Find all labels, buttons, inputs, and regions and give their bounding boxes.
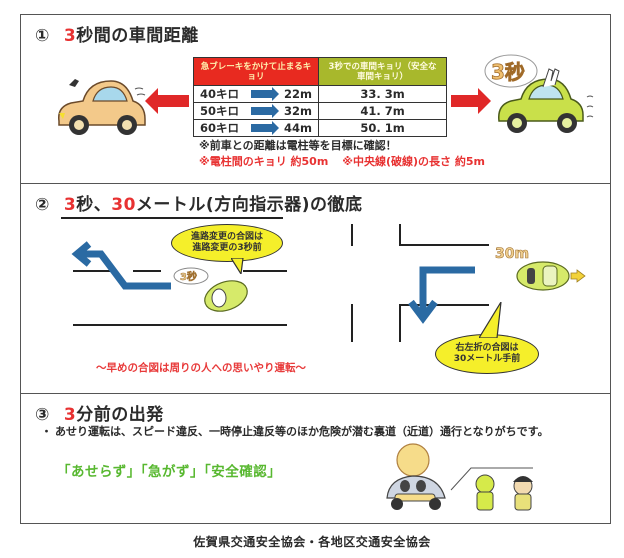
bubble-tail (231, 258, 244, 274)
car-top-right-illustration: 30m (495, 246, 586, 291)
smoke-icon (69, 79, 79, 87)
note-distance-check: ※前車との距離は電柱等を目標に確認！ (199, 139, 397, 152)
road-edge (399, 304, 401, 342)
road-edge (351, 224, 353, 246)
bubble-tail (479, 302, 502, 338)
arrow-left-small-icon (570, 269, 586, 283)
road-edge (399, 244, 489, 246)
road-edge (399, 224, 401, 246)
car-left-illustration (58, 79, 146, 135)
lane-dash (243, 270, 287, 272)
section1-number: ① (35, 26, 50, 46)
road-edge (399, 304, 489, 306)
distance-table: 急ブレーキをかけて止まるキョリ 3秒での車間キョリ（安全な車間キョリ） 40キロ… (193, 57, 447, 137)
header-braking-distance: 急ブレーキをかけて止まるキョリ (193, 57, 319, 86)
heading-underline (61, 217, 283, 219)
green-slogans: 「あせらず」「急がず」「安全確認」 (57, 460, 281, 480)
lane-change-arrow-icon (71, 241, 171, 290)
arrow-right-icon (451, 88, 491, 114)
svg-text:3秒: 3秒 (180, 270, 197, 283)
arrow-right-icon (250, 104, 279, 118)
section1-title-highlight: 3 (63, 26, 77, 46)
car-right-illustration: 3秒 (484, 54, 594, 133)
arrow-right-icon (250, 87, 279, 101)
car-right-bubble: 3秒 (491, 60, 525, 84)
road-edge (351, 304, 353, 342)
bubble-lane-change: 進路変更の合図は進路変更の3秒前 (171, 224, 283, 262)
car-top-left-illustration: 3秒 (173, 267, 248, 312)
bullet-rushed-driving: ・ あせり運転は、スピード違反、一時停止違反等のほか危険が潜む裏道（近道）通行と… (41, 425, 549, 438)
lane-dash (133, 270, 161, 272)
slogan-no-rush: 「あせらず」 (57, 464, 141, 480)
slogan-no-hurry: 「急がず」 (140, 464, 204, 480)
note-reference-distances: ※電柱間のキョリ 約50m ※中央線(破線)の長さ 約5m (199, 153, 485, 169)
note-centerline-length: ※中央線(破線)の長さ 約5m (342, 155, 485, 168)
section3-number: ③ (35, 405, 50, 425)
rushing-car-pedestrians-illustration (386, 443, 533, 511)
slogan-safety-check: 「安全確認」 (203, 464, 282, 480)
note-pole-distance: ※電柱間のキョリ 約50m (199, 155, 329, 168)
right-turn-arrow-icon (408, 266, 475, 324)
lane-dash (73, 270, 115, 272)
signal-slogan: ～早めの合図は周りの人への思いやり運転～ (96, 362, 306, 374)
arrow-left-icon (145, 88, 189, 114)
footer-organization: 佐賀県交通安全協会・各地区交通安全協会 (193, 535, 431, 549)
arrow-right-icon (250, 121, 279, 135)
section2-number: ② (35, 195, 50, 215)
header-safe-distance: 3秒での車間キョリ（安全な車間キョリ） (318, 57, 447, 86)
section1-title: 秒間の車間距離 (76, 26, 199, 46)
road-edge (73, 324, 287, 326)
svg-text:30m: 30m (495, 246, 529, 262)
